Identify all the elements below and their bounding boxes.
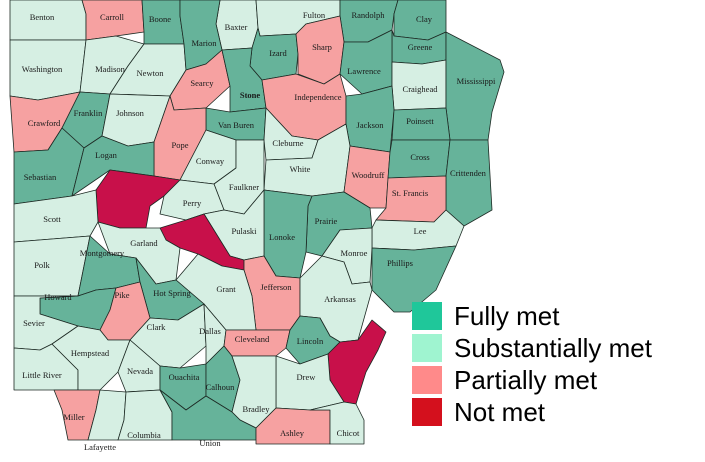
- county-label-faulkner: Faulkner: [229, 182, 259, 192]
- county-label-polk: Polk: [34, 260, 50, 270]
- county-label-miller: Miller: [63, 412, 84, 422]
- legend-swatch-partially-met: [412, 366, 442, 394]
- county-label-calhoun: Calhoun: [206, 382, 236, 392]
- county-logan: [71, 135, 155, 197]
- legend-item-substantially-met: Substantially met: [412, 332, 652, 364]
- county-label-lawrence: Lawrence: [347, 66, 381, 76]
- county-label-washington: Washington: [22, 64, 63, 74]
- county-label-lincoln: Lincoln: [297, 336, 324, 346]
- county-label-franklin: Franklin: [74, 108, 104, 118]
- county-label-woodruff: Woodruff: [352, 170, 385, 180]
- county-label-searcy: Searcy: [190, 78, 214, 88]
- county-label-drew: Drew: [297, 372, 317, 382]
- county-label-sebastian: Sebastian: [24, 172, 57, 182]
- county-label-montgomery: Montgomery: [80, 248, 125, 258]
- legend-label: Partially met: [454, 364, 598, 395]
- county-label-greene: Greene: [408, 42, 433, 52]
- county-label-ouachita: Ouachita: [169, 372, 200, 382]
- county-label-van-buren: Van Buren: [218, 120, 255, 130]
- county-label-prairie: Prairie: [315, 216, 338, 226]
- county-label-cross: Cross: [410, 152, 429, 162]
- county-polk: [13, 235, 91, 297]
- county-label-izard: Izard: [269, 48, 287, 58]
- county-crittenden: [445, 139, 493, 227]
- county-woodruff: [343, 145, 391, 209]
- county-label-ashley: Ashley: [280, 428, 305, 438]
- legend-label: Not met: [454, 396, 546, 427]
- county-label-newton: Newton: [137, 68, 165, 78]
- county-label-pulaski: Pulaski: [231, 226, 257, 236]
- county-label-stone: Stone: [240, 90, 261, 100]
- county-label-white: White: [290, 164, 311, 174]
- county-label-perry: Perry: [183, 198, 202, 208]
- county-label-pope: Pope: [172, 140, 189, 150]
- county-label-clark: Clark: [147, 322, 167, 332]
- county-label-crittenden: Crittenden: [450, 168, 487, 178]
- legend-swatch-substantially-met: [412, 334, 442, 362]
- county-label-nevada: Nevada: [127, 366, 153, 376]
- county-label-clay: Clay: [416, 14, 433, 24]
- county-shapes: [9, 0, 505, 445]
- county-hempstead: [51, 325, 131, 391]
- county-label-crawford: Crawford: [28, 118, 61, 128]
- county-phillips: [371, 245, 457, 313]
- county-label-little-river: Little River: [22, 370, 62, 380]
- county-label-hot-spring: Hot Spring: [153, 288, 191, 298]
- county-label-monroe: Monroe: [341, 248, 368, 258]
- legend-item-fully-met: Fully met: [412, 300, 652, 332]
- legend-swatch-fully-met: [412, 302, 442, 330]
- county-chicot: [309, 401, 365, 445]
- county-label-independence: Independence: [294, 92, 341, 102]
- county-label-lee: Lee: [414, 226, 427, 236]
- county-label-benton: Benton: [30, 12, 55, 22]
- county-label-phillips: Phillips: [387, 258, 413, 268]
- county-label-chicot: Chicot: [337, 428, 360, 438]
- county-label-lonoke: Lonoke: [269, 232, 295, 242]
- county-label-arkansas: Arkansas: [324, 294, 356, 304]
- county-mississippi: [445, 31, 505, 141]
- county-label-scott: Scott: [43, 214, 61, 224]
- county-label-randolph: Randolph: [351, 10, 385, 20]
- county-label-sharp: Sharp: [312, 42, 332, 52]
- county-label-lafayette: Lafayette: [84, 442, 116, 452]
- county-label-conway: Conway: [196, 156, 225, 166]
- county-label-baxter: Baxter: [225, 22, 248, 32]
- legend-item-partially-met: Partially met: [412, 364, 652, 396]
- county-label-howard: Howard: [44, 292, 72, 302]
- county-label-fulton: Fulton: [303, 10, 326, 20]
- county-jackson: [345, 85, 395, 153]
- county-label-craighead: Craighead: [403, 84, 439, 94]
- county-label-hempstead: Hempstead: [71, 348, 110, 358]
- county-label-jackson: Jackson: [357, 120, 385, 130]
- county-label-dallas: Dallas: [199, 326, 221, 336]
- county-label-johnson: Johnson: [116, 108, 145, 118]
- legend-swatch-not-met: [412, 398, 442, 426]
- county-label-bradley: Bradley: [243, 404, 271, 414]
- legend-item-not-met: Not met: [412, 396, 652, 428]
- legend-label: Substantially met: [454, 332, 652, 363]
- county-label-cleveland: Cleveland: [235, 334, 270, 344]
- county-label-cleburne: Cleburne: [272, 138, 303, 148]
- county-union: [159, 389, 257, 441]
- county-label-sevier: Sevier: [23, 318, 45, 328]
- county-label-jefferson: Jefferson: [261, 282, 293, 292]
- county-label-st-francis: St. Francis: [392, 188, 428, 198]
- county-label-boone: Boone: [149, 14, 171, 24]
- county-label-logan: Logan: [95, 150, 117, 160]
- county-label-pike: Pike: [114, 290, 129, 300]
- county-label-poinsett: Poinsett: [406, 116, 434, 126]
- county-label-madison: Madison: [95, 64, 126, 74]
- county-label-garland: Garland: [130, 238, 158, 248]
- county-label-grant: Grant: [216, 284, 236, 294]
- legend-label: Fully met: [454, 300, 560, 331]
- county-label-columbia: Columbia: [127, 430, 161, 440]
- county-label-mississippi: Mississippi: [457, 76, 496, 86]
- county-label-carroll: Carroll: [100, 12, 125, 22]
- county-label-marion: Marion: [191, 38, 217, 48]
- county-label-union: Union: [199, 438, 221, 448]
